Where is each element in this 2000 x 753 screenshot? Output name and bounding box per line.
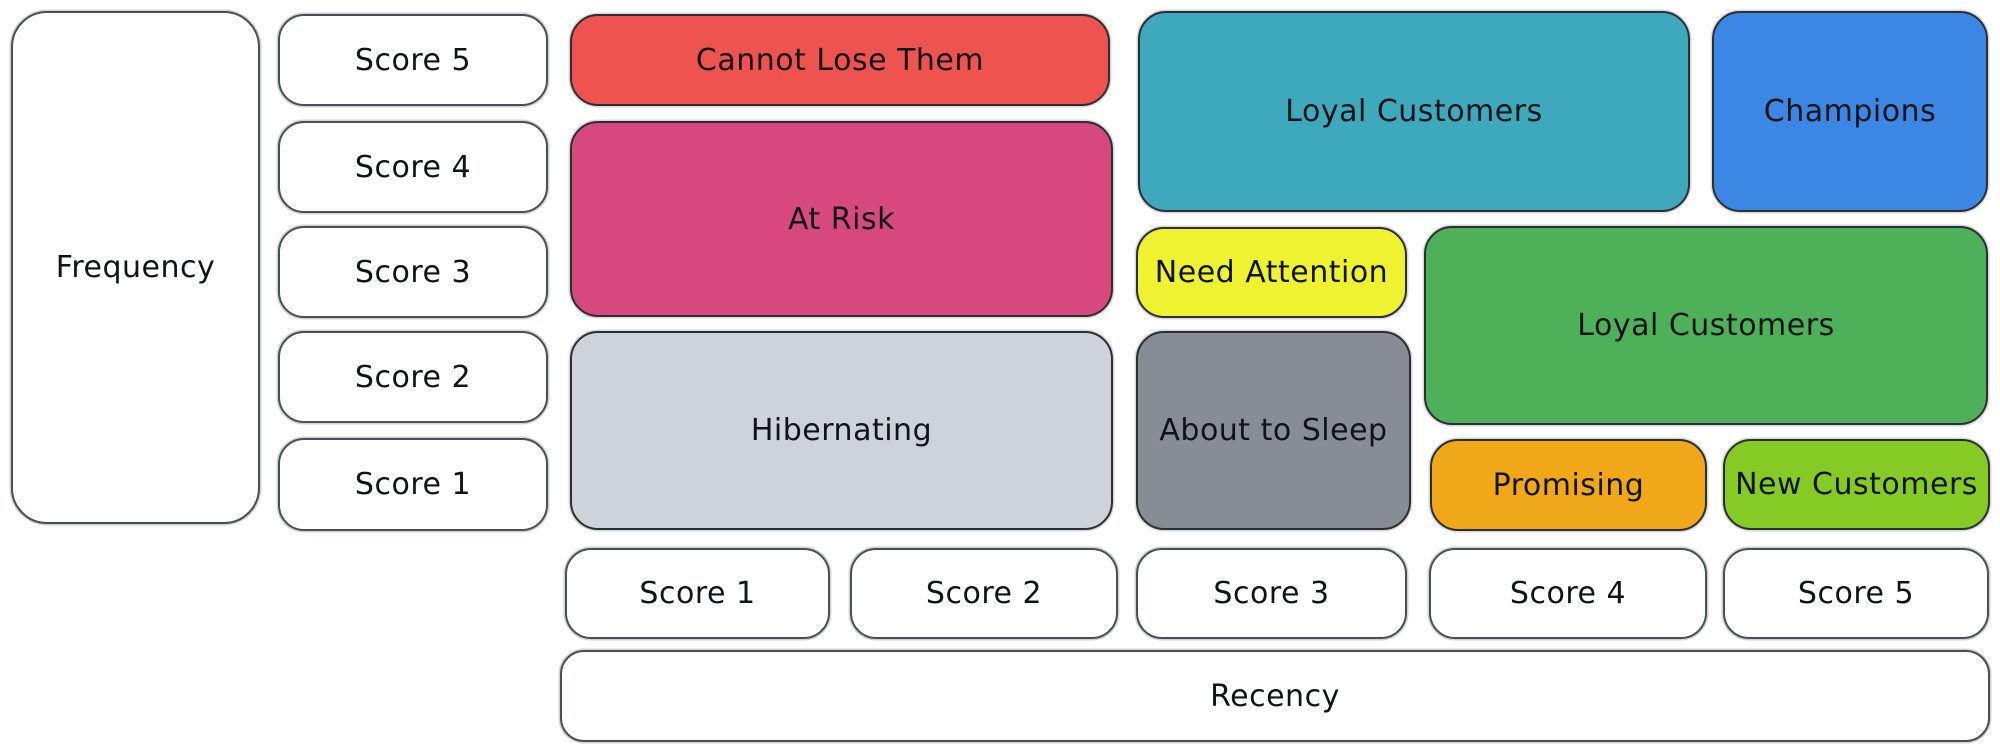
segment-need-attention-label: Need Attention	[1154, 255, 1389, 290]
segment-champions: Champions	[1712, 11, 1988, 212]
segment-new-customers: New Customers	[1723, 439, 1990, 530]
frequency-score-5-label: Score 5	[354, 42, 472, 78]
segment-loyal-customers-mid-label: Loyal Customers	[1577, 308, 1835, 343]
segment-at-risk: At Risk	[570, 121, 1113, 317]
frequency-score-1-label: Score 1	[354, 467, 472, 502]
segment-need-attention: Need Attention	[1136, 227, 1407, 318]
frequency-score-1-box: Score 1	[278, 438, 548, 531]
recency-axis-label-box: Recency	[560, 650, 1990, 742]
segment-cannot-lose-them: Cannot Lose Them	[570, 14, 1110, 106]
frequency-score-3-box: Score 3	[278, 226, 548, 318]
recency-score-1-label: Score 1	[639, 576, 756, 611]
segment-loyal-customers-top-label: Loyal Customers	[1285, 94, 1543, 129]
frequency-score-4-box: Score 4	[278, 121, 548, 213]
segment-promising-label: Promising	[1492, 467, 1645, 503]
recency-score-2-label: Score 2	[925, 576, 1043, 611]
recency-score-4-box: Score 4	[1429, 548, 1707, 639]
segment-cannot-lose-them-label: Cannot Lose Them	[695, 42, 985, 78]
segment-hibernating-label: Hibernating	[750, 413, 933, 448]
segment-new-customers-label: New Customers	[1735, 467, 1978, 502]
segment-loyal-customers-top: Loyal Customers	[1138, 11, 1690, 212]
frequency-score-4-label: Score 4	[354, 149, 472, 185]
segment-champions-label: Champions	[1763, 94, 1937, 129]
frequency-score-5-box: Score 5	[278, 14, 548, 106]
frequency-score-2-box: Score 2	[278, 331, 548, 423]
recency-score-2-box: Score 2	[850, 548, 1118, 639]
recency-score-1-box: Score 1	[565, 548, 830, 639]
segment-hibernating: Hibernating	[570, 331, 1113, 530]
recency-axis-label: Recency	[1210, 678, 1340, 714]
segment-at-risk-label: At Risk	[788, 201, 895, 237]
frequency-axis-label: Frequency	[55, 250, 216, 285]
frequency-score-3-label: Score 3	[354, 254, 472, 290]
frequency-axis-label-box: Frequency	[11, 11, 260, 524]
segment-about-to-sleep-label: About to Sleep	[1159, 413, 1388, 448]
segment-loyal-customers-mid: Loyal Customers	[1424, 226, 1988, 425]
recency-score-3-label: Score 3	[1213, 576, 1330, 611]
recency-score-4-label: Score 4	[1509, 576, 1627, 611]
frequency-score-2-label: Score 2	[354, 359, 472, 395]
recency-score-3-box: Score 3	[1136, 548, 1407, 639]
recency-score-5-box: Score 5	[1723, 548, 1989, 639]
segment-about-to-sleep: About to Sleep	[1136, 331, 1411, 530]
recency-score-5-label: Score 5	[1797, 576, 1915, 611]
segment-promising: Promising	[1430, 439, 1707, 531]
